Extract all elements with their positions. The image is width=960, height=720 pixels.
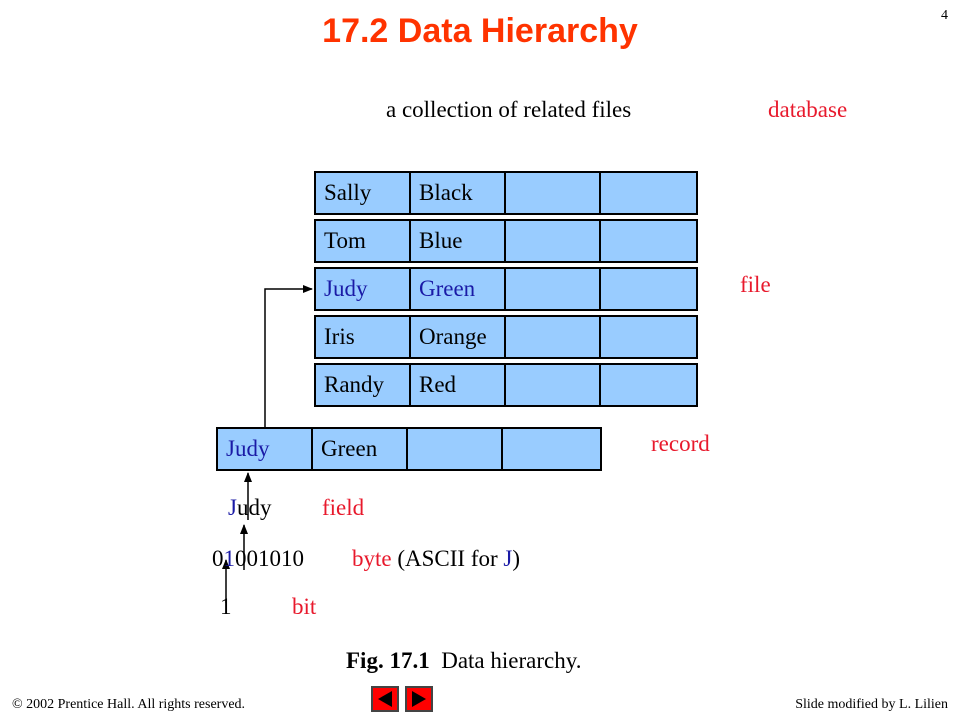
- file-cell-last: Green: [411, 269, 506, 309]
- file-cell-last: Red: [411, 365, 506, 405]
- byte-description: byte (ASCII for J): [352, 546, 520, 572]
- record-cell-empty: [408, 429, 504, 469]
- field-value: Judy: [228, 495, 271, 521]
- file-cell-last: Black: [411, 173, 506, 213]
- file-cell-empty: [506, 317, 601, 357]
- record-label: record: [651, 431, 710, 456]
- file-row-judy: Judy Green: [314, 267, 698, 311]
- file-cell-empty: [506, 365, 601, 405]
- file-cell-empty: [506, 173, 601, 213]
- byte-desc-before: (ASCII for: [391, 546, 504, 571]
- field-rest: udy: [236, 495, 272, 520]
- file-cell-last: Blue: [411, 221, 506, 261]
- bit-value: 1: [220, 594, 232, 619]
- field-first-letter: J: [228, 495, 237, 520]
- file-cell-first: Tom: [316, 221, 411, 261]
- file-cell-first: Judy: [316, 269, 411, 309]
- byte-label: byte: [352, 546, 392, 571]
- previous-slide-button[interactable]: [371, 686, 399, 712]
- file-cell-empty: [506, 269, 601, 309]
- file-cell-last: Orange: [411, 317, 506, 357]
- figure-caption: Fig. 17.1 Data hierarchy.: [346, 648, 581, 674]
- database-label: database: [768, 97, 848, 122]
- byte-bits-before: 0: [212, 546, 224, 571]
- caption-figure-number: Fig. 17.1: [346, 648, 430, 673]
- record-cell-first: Judy: [218, 429, 314, 469]
- byte-highlight-bit: 1: [223, 546, 236, 571]
- slide-title: 17.2 Data Hierarchy: [322, 12, 638, 50]
- next-slide-button[interactable]: [405, 686, 433, 712]
- file-row-tom: Tom Blue: [314, 219, 698, 263]
- page-number: 4: [941, 8, 948, 23]
- caption-text: Data hierarchy.: [429, 648, 582, 673]
- file-row-randy: Randy Red: [314, 363, 698, 407]
- byte-value: 01001010: [212, 546, 304, 572]
- file-cell-empty: [506, 221, 601, 261]
- byte-bits-after: 001010: [235, 546, 304, 571]
- file-row-sally: Sally Black: [314, 171, 698, 215]
- file-cell-first: Iris: [316, 317, 411, 357]
- file-row-iris: Iris Orange: [314, 315, 698, 359]
- file-cell-first: Randy: [316, 365, 411, 405]
- bit-label: bit: [292, 594, 317, 619]
- file-cell-first: Sally: [316, 173, 411, 213]
- record-row: Judy Green: [216, 427, 602, 471]
- copyright-text: © 2002 Prentice Hall. All rights reserve…: [12, 697, 246, 712]
- record-cell-last: Green: [313, 429, 409, 469]
- field-label: field: [322, 495, 365, 520]
- record-to-file-arrow: [264, 285, 313, 427]
- triangle-right-icon: [412, 691, 426, 707]
- byte-desc-letter: J: [503, 546, 513, 571]
- modified-by-text: Slide modified by L. Lilien: [795, 697, 948, 712]
- byte-desc-after: ): [512, 546, 521, 571]
- database-description: a collection of related files: [386, 97, 632, 122]
- triangle-left-icon: [378, 691, 392, 707]
- file-label: file: [740, 272, 771, 297]
